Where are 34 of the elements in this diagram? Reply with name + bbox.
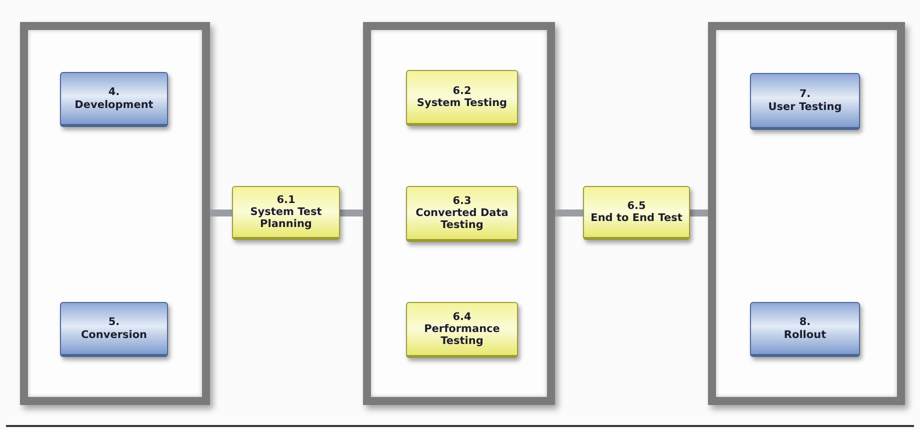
connector: [690, 210, 708, 216]
step-title: System Testing: [416, 97, 508, 110]
step-number: 6.5: [627, 200, 646, 212]
step-number: 6.3: [452, 194, 472, 207]
step-number: 4.: [108, 86, 120, 98]
step-box: [583, 186, 690, 240]
step-box: [60, 302, 168, 357]
step-box: [60, 72, 168, 127]
step-box: [406, 70, 518, 126]
step-number: 5.: [108, 316, 120, 328]
step-title: User Testing: [768, 100, 842, 113]
connector: [555, 210, 583, 216]
step-number: 6.4: [452, 310, 472, 323]
step-number: 7.: [799, 88, 811, 100]
step-box: [750, 302, 860, 357]
step-box: [750, 73, 860, 130]
phase-panel: [708, 22, 905, 405]
step-title: Development: [74, 98, 154, 111]
step-box: [406, 186, 518, 242]
step-title: Converted Data Testing: [414, 206, 510, 232]
step-box: [406, 302, 518, 358]
step-number: 6.1: [276, 194, 296, 206]
step-title: Conversion: [80, 328, 148, 341]
connector: [340, 210, 363, 216]
step-title: System Test Planning: [249, 206, 323, 230]
connector: [210, 210, 232, 216]
phase-panel: [363, 22, 555, 405]
phase-panel: [20, 22, 210, 405]
step-title: End to End Test: [590, 212, 682, 224]
step-title: Performance Testing: [423, 322, 501, 348]
step-number: 6.2: [452, 84, 472, 97]
step-title: Rollout: [784, 328, 826, 341]
step-box: [232, 186, 340, 240]
step-number: 8.: [799, 316, 811, 328]
